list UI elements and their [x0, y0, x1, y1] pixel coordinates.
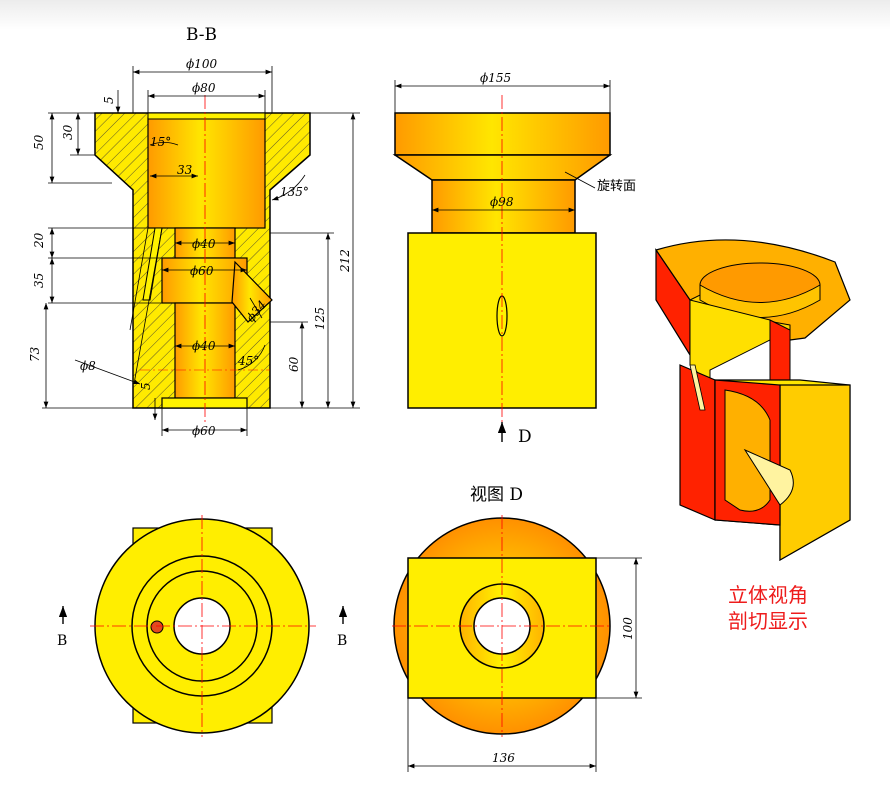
dim-100: 100: [621, 617, 635, 640]
bore-phi80: [147, 117, 266, 229]
top-view: B B: [57, 515, 347, 737]
dim-5-bottom: 5: [139, 382, 153, 390]
dim-212: 212: [338, 249, 352, 273]
dim-phi80: ϕ80: [192, 81, 216, 95]
view-d-dimensions: [407, 557, 642, 772]
dim-125: 125: [313, 307, 327, 330]
neck-cylinder: [431, 179, 576, 234]
dim-60: 60: [287, 356, 301, 372]
front-view: ϕ155 ϕ98 旋转面 D: [392, 71, 636, 447]
dim-136: 136: [492, 751, 515, 765]
section-dimensions: [42, 66, 360, 436]
dim-phi60-bottom: ϕ60: [192, 424, 216, 438]
dim-33: 33: [177, 163, 193, 177]
dim-phi60: ϕ60: [190, 264, 214, 278]
dim-phi100: ϕ100: [186, 57, 217, 71]
dim-35: 35: [32, 273, 46, 288]
flange: [394, 112, 611, 156]
dim-phi155: ϕ155: [480, 71, 511, 85]
revolved-surface-note: 旋转面: [597, 179, 636, 194]
section-mark-left: B: [57, 633, 67, 649]
section-title: B-B: [186, 25, 217, 45]
small-hole-phi8: [150, 620, 164, 634]
dim-angle-135: 135°: [280, 185, 309, 199]
section-mark-right: B: [337, 633, 347, 649]
dim-30: 30: [61, 124, 75, 140]
dim-angle-15: 15°: [150, 135, 171, 149]
section-view-bb: B-B: [28, 25, 360, 438]
iso-caption-line2: 剖切显示: [728, 609, 808, 633]
cone-neck: [392, 154, 613, 181]
dim-phi40-lower: ϕ40: [192, 339, 216, 353]
view-d-arrow-label: D: [518, 427, 532, 447]
dim-phi40-upper: ϕ40: [192, 237, 216, 251]
iso-caption-line1: 立体视角: [728, 583, 808, 607]
iso-cutaway: 立体视角 剖切显示: [655, 239, 851, 633]
dim-5-top: 5: [102, 96, 116, 104]
front-dimensions: [394, 80, 611, 213]
view-d-title: 视图 D: [470, 485, 523, 505]
dim-50: 50: [32, 134, 46, 150]
counterbore-lip: [147, 112, 266, 120]
view-d: 视图 D 100 136: [392, 485, 642, 772]
side-hole-phi34: [231, 260, 273, 323]
dim-20: 20: [32, 232, 46, 249]
dim-73: 73: [28, 346, 42, 362]
bore-phi60-bottom: [161, 397, 248, 409]
dim-phi98: ϕ98: [490, 195, 514, 209]
dim-angle-45: 45°: [237, 354, 259, 368]
dim-phi8: ϕ8: [80, 359, 96, 373]
